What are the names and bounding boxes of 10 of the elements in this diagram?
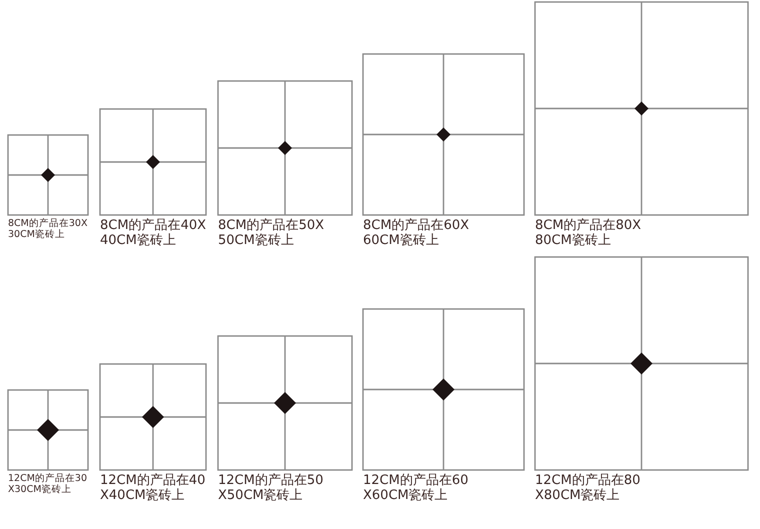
caption-text: 8CM的产品在60X60CM瓷砖上 xyxy=(363,219,470,249)
caption-text: 8CM的产品在80X80CM瓷砖上 xyxy=(535,219,642,249)
caption-text: 8CM的产品在40X40CM瓷砖上 xyxy=(100,219,208,249)
caption-text: 8CM的产品在50X50CM瓷砖上 xyxy=(218,219,326,249)
caption-text: 12CM的产品在60X60CM瓷砖上 xyxy=(363,474,470,504)
caption-text: 12CM的产品在40X40CM瓷砖上 xyxy=(100,474,206,504)
caption-text: 12CM的产品在30X30CM瓷砖上 xyxy=(8,474,88,496)
caption-text: 8CM的产品在30X30CM瓷砖上 xyxy=(8,219,88,241)
caption-text: 12CM的产品在50X50CM瓷砖上 xyxy=(218,474,324,504)
caption-text: 12CM的产品在80X80CM瓷砖上 xyxy=(535,474,642,504)
